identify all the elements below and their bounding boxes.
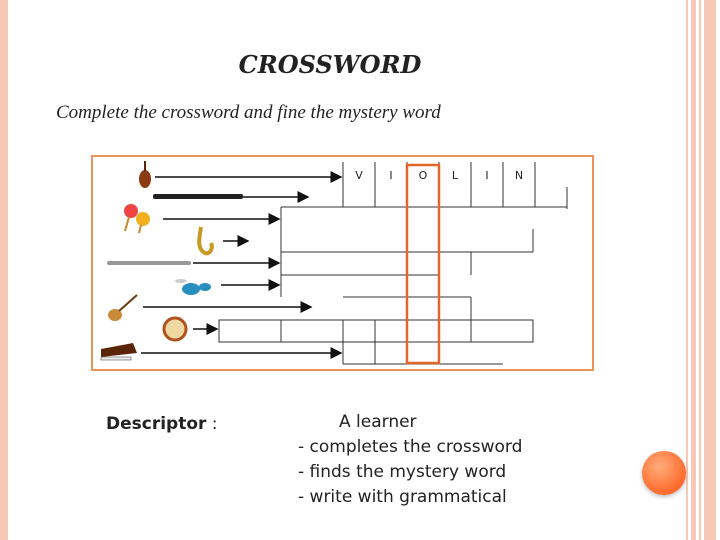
tambourine-icon [162,316,188,342]
crossword-puzzle: V I O L I N [91,155,594,371]
clarinet-icon [153,194,243,199]
letter-l: L [452,169,459,182]
maracas-icon [124,204,150,234]
decorative-orange-dot [642,451,686,495]
piano-icon [100,343,137,361]
left-border [0,0,8,540]
letter-i: I [389,169,392,182]
instructions: Complete the crossword and fine the myst… [56,102,441,123]
descriptor-intro: A learner [339,412,417,432]
page-title: CROSSWORD [238,50,422,79]
violin-icon [139,161,151,188]
flute-icon [107,261,191,265]
saxophone-icon [197,226,214,256]
letter-o: O [419,169,428,182]
guitar-icon [108,294,138,321]
descriptor-label: Descriptor : [106,414,218,434]
descriptor-item-3: - write with grammatical [298,487,507,507]
letter-n: N [515,169,523,182]
right-decorative-stripes [686,0,720,540]
drums-icon [175,279,211,295]
crossword-grid: V I O L I N [100,161,568,365]
letter-v: V [355,169,363,182]
descriptor: Descriptor : [106,412,218,437]
mystery-column [405,163,441,365]
descriptor-item-1: - completes the crossword [298,437,523,457]
descriptor-item-2: - finds the mystery word [298,462,507,482]
letter-i-2: I [485,169,488,182]
